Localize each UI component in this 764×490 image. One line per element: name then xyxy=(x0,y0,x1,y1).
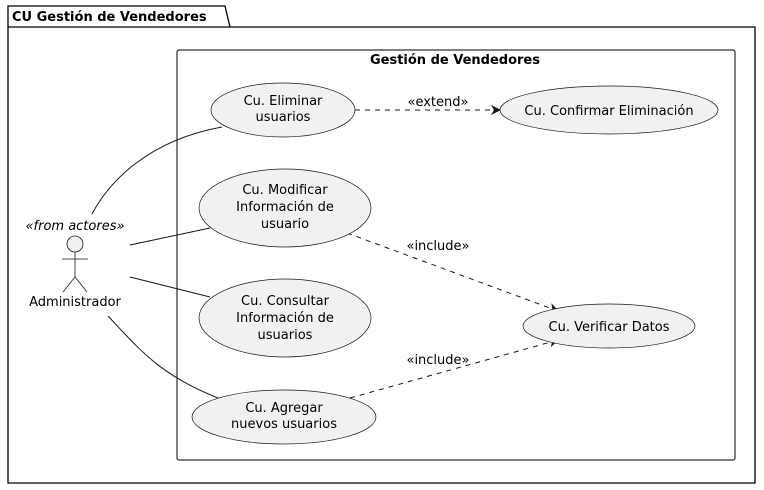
usecase-modificar-line3: usuario xyxy=(261,217,309,232)
usecase-verificar[interactable]: Cu. Verificar Datos xyxy=(522,303,696,349)
usecase-confirmar-line1: Cu. Confirmar Eliminación xyxy=(524,104,693,119)
usecase-modificar-line2: Información de xyxy=(236,200,334,215)
system-boundary: Gestión de Vendedores xyxy=(176,49,736,461)
extend-label: «extend» xyxy=(408,95,469,110)
association-consultar xyxy=(129,276,211,298)
usecase-modificar-line1: Cu. Modificar xyxy=(242,183,328,198)
usecase-agregar-line1: Cu. Agregar xyxy=(245,401,323,416)
boundary-title: Gestión de Vendedores xyxy=(370,53,540,68)
actor-name: Administrador xyxy=(29,295,121,310)
usecase-consultar-line2: Información de xyxy=(236,311,334,326)
usecase-eliminar[interactable]: Cu. Eliminar usuarios xyxy=(210,82,356,138)
associations xyxy=(91,126,223,399)
include-arrow-modificar xyxy=(346,232,559,313)
usecase-eliminar-line1: Cu. Eliminar xyxy=(244,94,323,109)
stick-figure-icon xyxy=(62,235,88,293)
association-eliminar xyxy=(91,126,223,215)
actor-administrador[interactable]: «from actores» Administrador xyxy=(26,219,125,310)
include-arrow-agregar xyxy=(349,337,559,399)
usecase-confirmar[interactable]: Cu. Confirmar Eliminación xyxy=(499,85,719,135)
include-label-modificar: «include» xyxy=(406,239,469,254)
association-modificar xyxy=(129,227,211,246)
usecase-consultar-line3: usuarios xyxy=(258,328,313,343)
usecase-modificar[interactable]: Cu. Modificar Información de usuario xyxy=(198,168,372,248)
package-title: CU Gestión de Vendedores xyxy=(12,10,207,25)
include-label-agregar: «include» xyxy=(406,353,469,368)
usecase-consultar[interactable]: Cu. Consultar Información de usuarios xyxy=(198,278,372,358)
package-frame: CU Gestión de Vendedores xyxy=(7,5,756,484)
usecase-verificar-line1: Cu. Verificar Datos xyxy=(549,320,670,335)
dependencies: «extend» «include» «include» xyxy=(346,95,559,399)
usecase-agregar-line2: nuevos usuarios xyxy=(231,417,337,432)
actor-stereotype: «from actores» xyxy=(26,219,125,234)
usecase-agregar[interactable]: Cu. Agregar nuevos usuarios xyxy=(191,389,377,445)
usecase-eliminar-line2: usuarios xyxy=(256,110,311,125)
association-agregar xyxy=(107,315,219,399)
usecase-consultar-line1: Cu. Consultar xyxy=(241,294,330,309)
